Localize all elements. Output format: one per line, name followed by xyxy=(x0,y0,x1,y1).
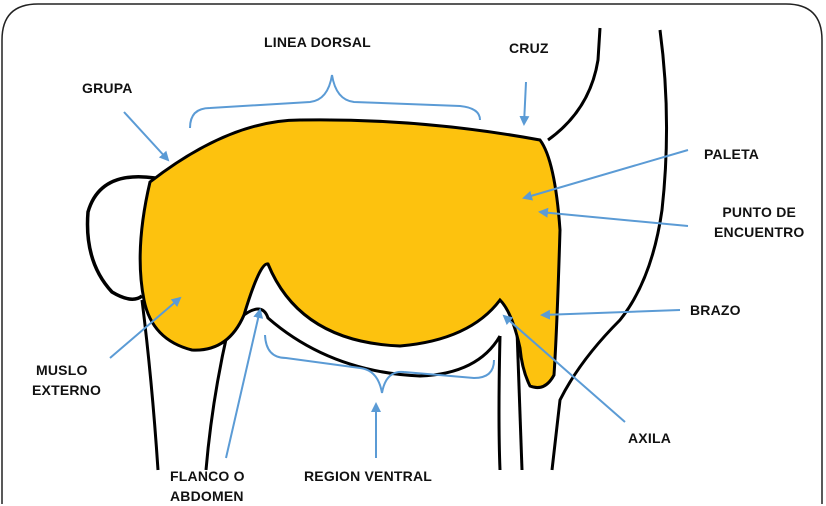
label-muslo-externo-line1: MUSLO xyxy=(32,360,101,380)
neck-outline xyxy=(548,28,600,140)
label-punto-de-encuentro: PUNTO DE ENCUENTRO xyxy=(714,202,804,242)
label-punto-de-encuentro-line1: PUNTO DE xyxy=(714,202,804,222)
label-muslo-externo: MUSLO EXTERNO xyxy=(32,360,101,400)
neck-front-outline xyxy=(552,30,667,470)
front-leg-outline xyxy=(499,336,500,470)
cruz-arrow xyxy=(524,82,526,124)
hind-leg-inner-outline xyxy=(206,330,228,470)
label-flanco-line1: FLANCO O xyxy=(170,466,245,486)
body-shape xyxy=(140,120,560,388)
label-flanco-line2: ABDOMEN xyxy=(170,486,245,506)
punto-de-encuentro-arrow xyxy=(540,212,688,226)
label-grupa: GRUPA xyxy=(82,78,133,98)
label-brazo: BRAZO xyxy=(690,300,741,320)
label-flanco: FLANCO O ABDOMEN xyxy=(170,466,245,506)
grupa-arrow xyxy=(124,112,168,160)
label-paleta: PALETA xyxy=(704,144,759,164)
label-linea-dorsal: LINEA DORSAL xyxy=(264,32,371,52)
label-cruz: CRUZ xyxy=(509,38,549,58)
label-region-ventral: REGION VENTRAL xyxy=(304,466,432,486)
label-axila: AXILA xyxy=(628,428,671,448)
brazo-arrow xyxy=(542,310,680,315)
label-punto-de-encuentro-line2: ENCUENTRO xyxy=(714,222,804,242)
label-muslo-externo-line2: EXTERNO xyxy=(32,380,101,400)
